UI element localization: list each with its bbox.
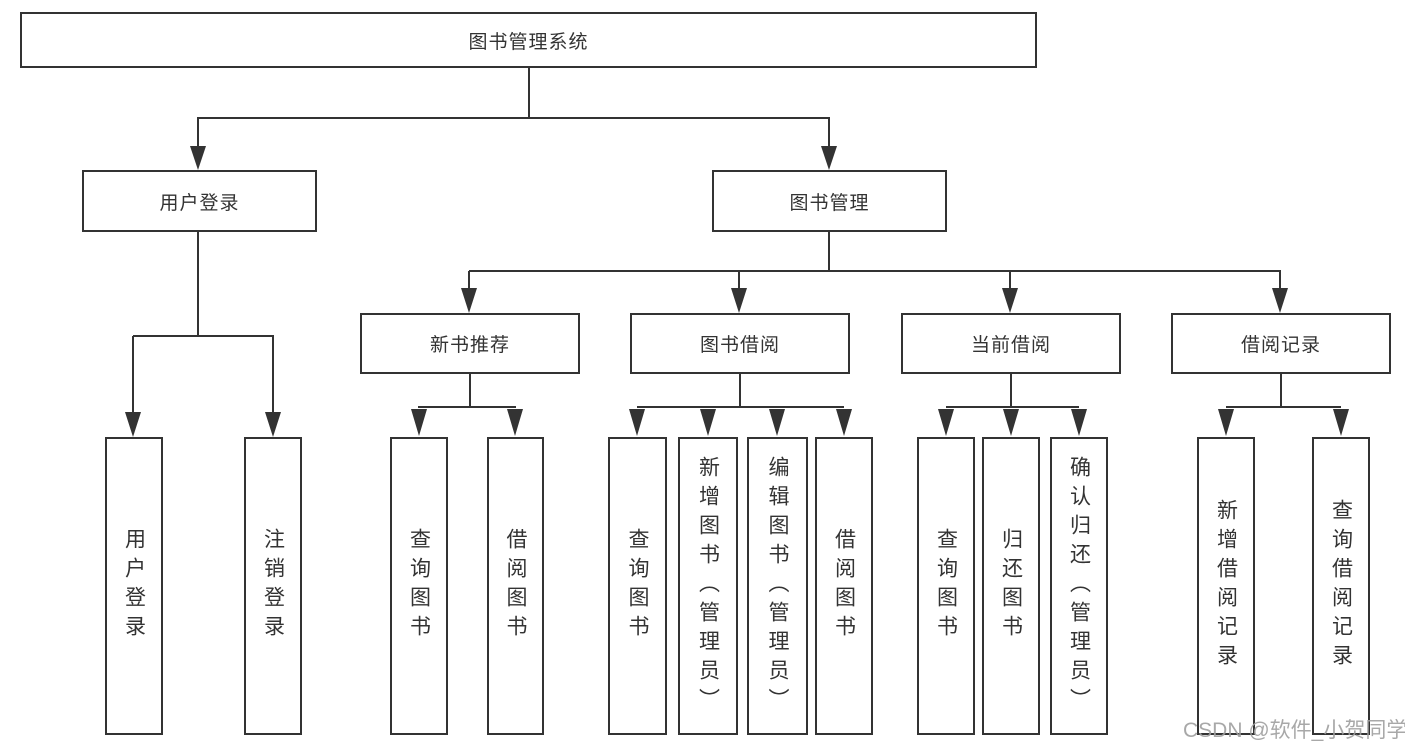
node-user-login-branch: 用户登录 — [82, 170, 317, 232]
node-book-management: 图书管理 — [712, 170, 947, 232]
leaf-query-borrow-record: 查询借阅记录 — [1312, 437, 1370, 735]
leaf-confirm-return-admin: 确认归还（管理员） — [1050, 437, 1108, 735]
node-book-borrow: 图书借阅 — [630, 313, 850, 374]
leaf-query-books-recommend: 查询图书 — [390, 437, 448, 735]
tree-edges — [132, 68, 1341, 414]
node-borrow-records: 借阅记录 — [1171, 313, 1391, 374]
leaf-user-login: 用户登录 — [105, 437, 163, 735]
node-new-book-recommend: 新书推荐 — [360, 313, 580, 374]
leaf-borrow-books-recommend: 借阅图书 — [487, 437, 544, 735]
leaf-edit-book-admin: 编辑图书（管理员） — [747, 437, 808, 735]
node-library-management-system: 图书管理系统 — [20, 12, 1037, 68]
csdn-watermark: CSDN @软件_小贺同学 — [1183, 719, 1405, 742]
leaf-add-book-admin: 新增图书（管理员） — [678, 437, 738, 735]
node-current-borrow: 当前借阅 — [901, 313, 1121, 374]
leaf-return-book: 归还图书 — [982, 437, 1040, 735]
leaf-logout: 注销登录 — [244, 437, 302, 735]
leaf-query-books-current: 查询图书 — [917, 437, 975, 735]
leaf-add-borrow-record: 新增借阅记录 — [1197, 437, 1255, 735]
leaf-query-books-borrow: 查询图书 — [608, 437, 667, 735]
arrowheads — [125, 146, 1349, 437]
leaf-borrow-books: 借阅图书 — [815, 437, 873, 735]
